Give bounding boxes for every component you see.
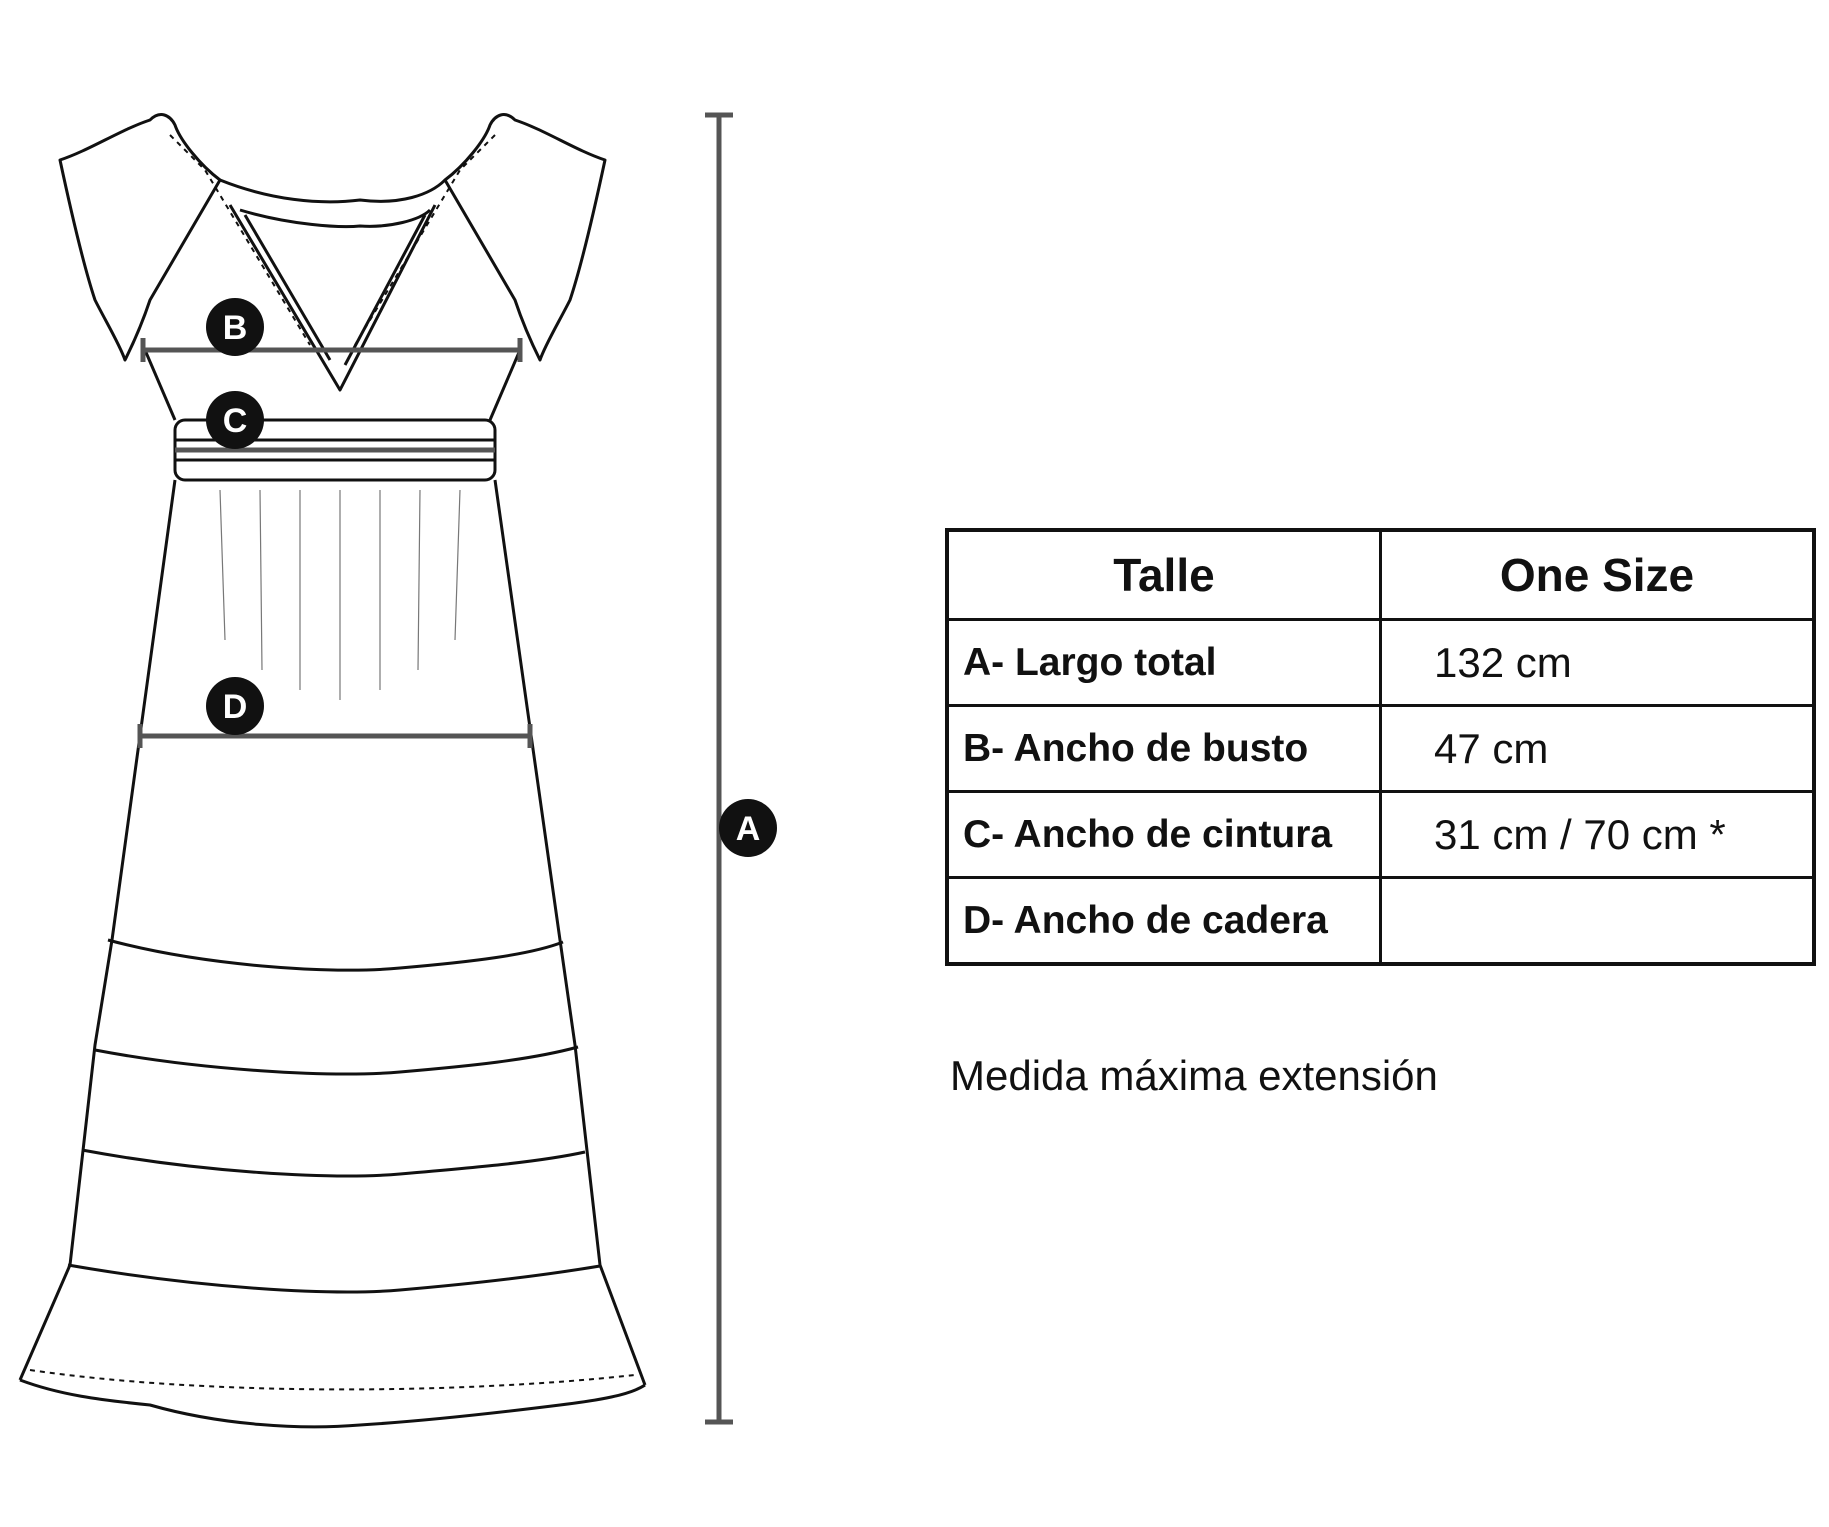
header-size-label: Talle (945, 528, 1382, 621)
marker-a: A (719, 799, 777, 857)
size-table: Talle One Size A- Largo total 132 cm B- … (945, 528, 1816, 966)
row-label: D- Ancho de cadera (945, 876, 1382, 966)
dress-outline (18, 113, 647, 1429)
table-row: A- Largo total 132 cm (945, 618, 1816, 707)
header-one-size: One Size (1379, 528, 1816, 621)
row-label: B- Ancho de busto (945, 704, 1382, 793)
marker-c-label: C (223, 402, 248, 440)
table-row: C- Ancho de cintura 31 cm / 70 cm * (945, 790, 1816, 879)
row-value: 31 cm / 70 cm * (1379, 790, 1816, 879)
row-value (1379, 876, 1816, 966)
marker-d: D (206, 677, 264, 735)
footnote: Medida máxima extensión (950, 1052, 1438, 1099)
stitch-lines (29, 134, 636, 1391)
row-label: C- Ancho de cintura (945, 790, 1382, 879)
row-value: 132 cm (1379, 618, 1816, 707)
marker-c: C (206, 391, 264, 449)
table-header-row: Talle One Size (945, 528, 1816, 621)
table-row: D- Ancho de cadera (945, 876, 1816, 966)
measure-line-d (137, 724, 533, 748)
row-label: A- Largo total (945, 618, 1382, 707)
marker-d-label: D (223, 688, 248, 726)
measure-line-b (140, 338, 523, 362)
measure-line-a (705, 112, 733, 1425)
table-row: B- Ancho de busto 47 cm (945, 704, 1816, 793)
marker-b: B (206, 298, 264, 356)
marker-b-label: B (223, 309, 248, 347)
row-value: 47 cm (1379, 704, 1816, 793)
marker-a-label: A (736, 810, 761, 848)
